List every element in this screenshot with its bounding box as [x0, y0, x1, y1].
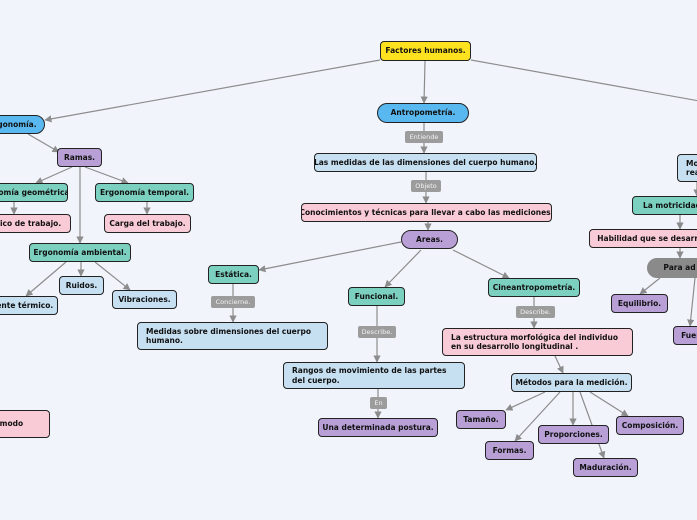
node-mo-rea[interactable]: Mo rea — [677, 154, 697, 182]
connector-line — [94, 261, 131, 291]
node-postura[interactable]: Una determinada postura. — [318, 418, 438, 437]
node-rangos[interactable]: Rangos de movimiento de las partes del c… — [283, 362, 465, 389]
node-areas[interactable]: Areas. — [401, 230, 458, 249]
connector-line — [420, 60, 428, 104]
connector-line — [452, 249, 510, 279]
node-comodo[interactable]: Cómodo — [0, 410, 50, 438]
link-describe-funcional: Describe. — [358, 326, 396, 338]
connector-line — [514, 391, 561, 442]
connector-line — [27, 133, 60, 153]
connector-line — [44, 59, 381, 123]
connector-line — [35, 166, 73, 184]
link-describe-cineantropometria: Describe. — [516, 306, 555, 318]
node-proporciones[interactable]: Proporciones. — [538, 425, 609, 444]
node-metodos[interactable]: Métodos para la medición. — [511, 373, 632, 392]
node-carga-trabajo[interactable]: Carga del trabajo. — [104, 214, 191, 233]
node-medidas[interactable]: Las medidas de las dimensiones del cuerp… — [314, 153, 537, 172]
connector-line — [470, 59, 697, 102]
link-en: En — [370, 397, 387, 409]
node-ruidos[interactable]: Ruidos. — [59, 276, 104, 295]
node-ergonomia-ambiental[interactable]: Ergonomía ambiental. — [29, 243, 131, 262]
node-para-ad[interactable]: Para ad — [647, 258, 697, 278]
node-fisico-trabajo[interactable]: Físico de trabajo. — [0, 214, 71, 233]
node-equilibrio[interactable]: Equilibrio. — [611, 294, 668, 313]
node-tamano[interactable]: Tamaño. — [456, 410, 506, 429]
node-formas[interactable]: Formas. — [485, 441, 534, 460]
connector-line — [687, 277, 696, 327]
node-vibraciones[interactable]: Vibraciones. — [112, 290, 177, 309]
connector-line — [384, 249, 422, 288]
node-ergonomia-geometrica[interactable]: Ergonomía geométrica. — [0, 183, 68, 202]
connector-line — [505, 391, 546, 411]
node-composicion[interactable]: Composición. — [616, 416, 684, 435]
node-maduracion[interactable]: Maduración. — [573, 458, 638, 477]
node-funcional[interactable]: Funcional. — [348, 287, 405, 306]
connector-line — [589, 391, 629, 417]
node-motricidad[interactable]: La motricidad — [632, 196, 697, 215]
node-factores-humanos[interactable]: Factores humanos. — [380, 41, 471, 61]
node-estructura[interactable]: La estructura morfológica del individuo … — [442, 328, 633, 356]
node-ramas[interactable]: Ramas. — [57, 148, 102, 167]
node-fuer[interactable]: Fuer — [673, 326, 697, 345]
connector-line — [639, 277, 661, 295]
node-ergonomia[interactable]: Ergonomía. — [0, 115, 45, 134]
link-objeto: Objeto — [411, 180, 441, 192]
connector-line — [84, 166, 129, 185]
node-medidas-dimensiones[interactable]: Medidas sobre dimensiones del cuerpo hum… — [137, 322, 328, 350]
node-ambiente-termico[interactable]: Ambiente térmico. — [0, 296, 58, 315]
node-ergonomia-temporal[interactable]: Ergonomía temporal. — [95, 183, 194, 202]
node-conocimientos[interactable]: Conocimientos y técnicas para llevar a c… — [301, 203, 552, 222]
node-habilidad[interactable]: Habilidad que se desarrol — [589, 229, 697, 248]
connector-line — [258, 241, 402, 273]
connector-line — [554, 355, 564, 374]
link-entiende: Entiende — [405, 131, 443, 143]
node-estatica[interactable]: Estática. — [208, 265, 259, 284]
link-concierne: Concierne. — [211, 296, 255, 308]
node-cineantropometria[interactable]: Cineantropometría. — [488, 278, 580, 297]
node-antropometria[interactable]: Antropometría. — [377, 103, 469, 123]
connector-line — [25, 261, 67, 297]
